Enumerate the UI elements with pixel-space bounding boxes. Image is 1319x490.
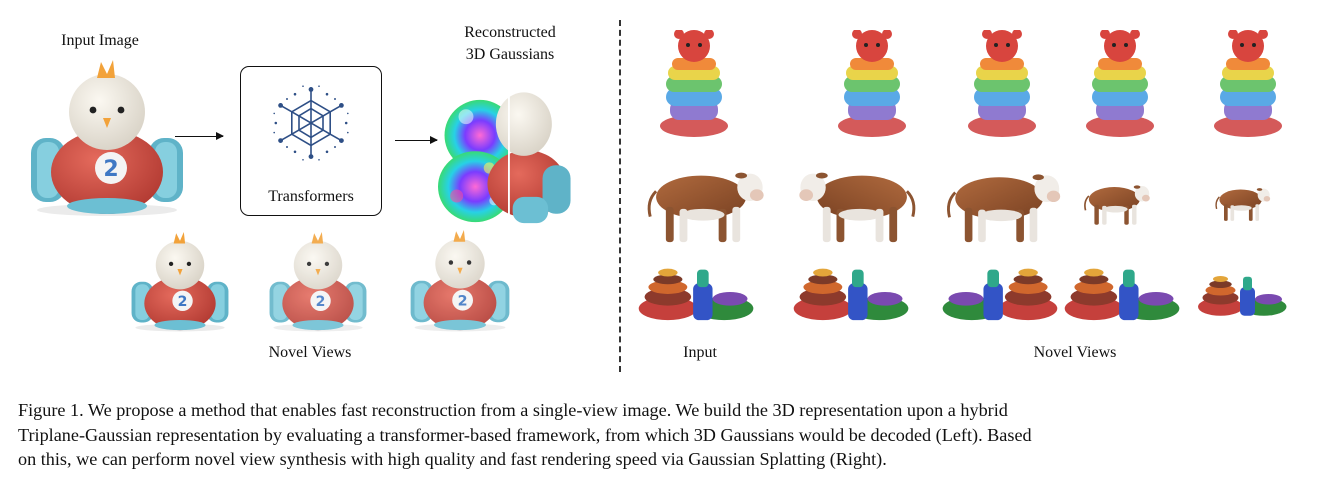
cow-novel-view-4 <box>1214 186 1272 223</box>
ring-toy-novel-view-2 <box>942 268 1058 321</box>
bear-toy-novel-view-2 <box>968 30 1036 137</box>
panel-divider <box>619 20 621 372</box>
cow-input-image <box>647 171 766 244</box>
novel-views-left-label: Novel Views <box>268 344 352 361</box>
transformers-label: Transformers <box>268 188 354 205</box>
ring-toy-novel-view-3 <box>1064 268 1180 321</box>
ring-toy-novel-view-1 <box>793 268 909 321</box>
novel-view-3-image <box>410 230 510 332</box>
novel-views-right-label: Novel Views <box>1033 344 1117 361</box>
figure-caption: Figure 1. We propose a method that enabl… <box>18 398 1308 472</box>
cow-novel-view-3 <box>1083 183 1152 227</box>
caption-line-2: Triplane-Gaussian representation by eval… <box>18 424 1032 445</box>
bear-toy-novel-view-1 <box>838 30 906 137</box>
bear-toy-input-image <box>660 30 728 137</box>
novel-view-2-image <box>269 232 367 332</box>
transformer-network-icon <box>272 84 350 162</box>
bear-toy-novel-view-3 <box>1086 30 1154 137</box>
reconstructed-line2-label: 3D Gaussians <box>465 46 555 63</box>
novel-view-1-image <box>131 232 229 332</box>
gaussian-splat-render <box>438 79 578 229</box>
bear-toy-novel-view-4 <box>1214 30 1282 137</box>
caption-line-1: Figure 1. We propose a method that enabl… <box>18 400 1008 420</box>
cow-novel-view-2 <box>947 172 1062 244</box>
input-right-label: Input <box>683 344 717 361</box>
caption-line-3: on this, we can perform novel view synth… <box>18 449 887 469</box>
reconstructed-line1-label: Reconstructed <box>464 24 556 41</box>
toy-car-input-image <box>31 60 183 216</box>
arrow-to-transformer-icon <box>175 132 224 140</box>
ring-toy-input-image <box>638 268 754 321</box>
ring-toy-novel-view-4 <box>1198 276 1287 316</box>
arrow-to-gaussians-icon <box>395 136 438 144</box>
transformer-box: Transformers <box>240 66 382 216</box>
input-image-label: Input Image <box>61 32 139 49</box>
cow-novel-view-1 <box>797 171 916 244</box>
